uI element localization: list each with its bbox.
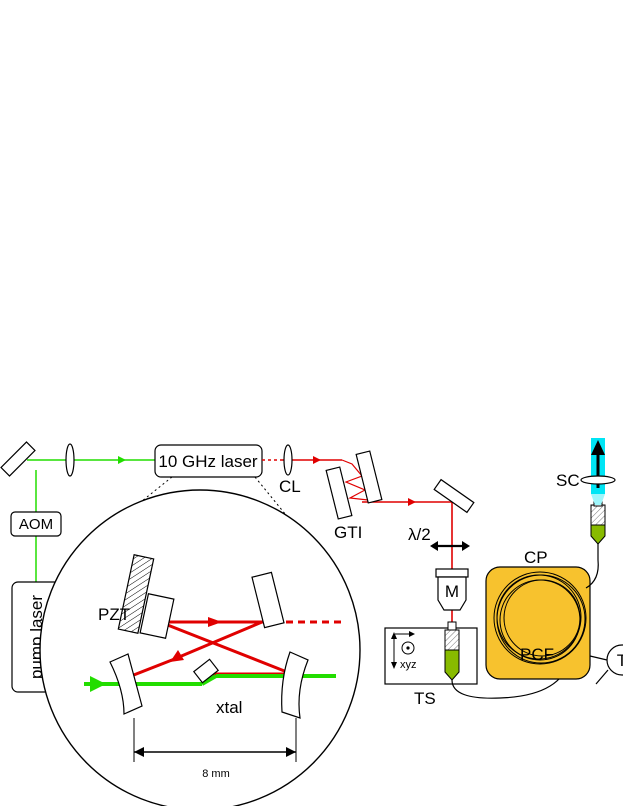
pzt-label: PZT [98, 605, 130, 624]
zoom-line-right [254, 476, 309, 543]
scale-bar [133, 718, 297, 762]
m-label: M [445, 582, 459, 601]
xyz-axes-icon [391, 631, 415, 669]
aom-box [10, 511, 62, 537]
cavity-mirror-top-right [251, 571, 285, 629]
t-gauge [606, 644, 623, 676]
t-gauge-leg [595, 669, 609, 685]
pcf-label: PCF [520, 645, 554, 664]
xtal-label: xtal [216, 698, 242, 717]
supercontinuum-glow [591, 494, 605, 505]
aom-label: AOM [19, 516, 53, 533]
fiber-to-t [589, 655, 608, 661]
gti-label: GTI [334, 523, 362, 542]
pzt-mirror [139, 593, 175, 639]
gti-mirror-pair [325, 450, 383, 520]
cl-label: CL [279, 477, 301, 496]
cavity-pump-beam [84, 674, 336, 692]
sc-label: SC [556, 471, 580, 490]
xyz-label: xyz [400, 659, 417, 671]
laser-10ghz-label: 10 GHz laser [158, 452, 258, 471]
ts-label: TS [414, 689, 436, 708]
pcf-coil [493, 571, 587, 665]
pump-lens [65, 443, 75, 477]
pump-mirror [0, 441, 36, 477]
laser-10ghz-box [154, 444, 263, 478]
crystal [192, 658, 220, 684]
cp-label: CP [524, 548, 548, 567]
t-label: T [617, 651, 623, 670]
fold-mirror [433, 478, 475, 514]
scale-label: 8 mm [202, 768, 230, 780]
microscope-objective [435, 568, 469, 611]
translation-stage [384, 627, 478, 685]
curved-mirror-right [281, 651, 309, 719]
laser-beam-path [262, 456, 453, 622]
cl-lens [283, 444, 293, 476]
fiber-output-lead [585, 542, 599, 589]
pump-beam-path [27, 456, 155, 582]
fiber-input-connector [444, 621, 460, 681]
sc-lens [580, 475, 616, 485]
half-wave-label: λ/2 [408, 525, 431, 544]
pzt-actuator [117, 554, 155, 634]
curved-mirror-left [109, 653, 143, 715]
